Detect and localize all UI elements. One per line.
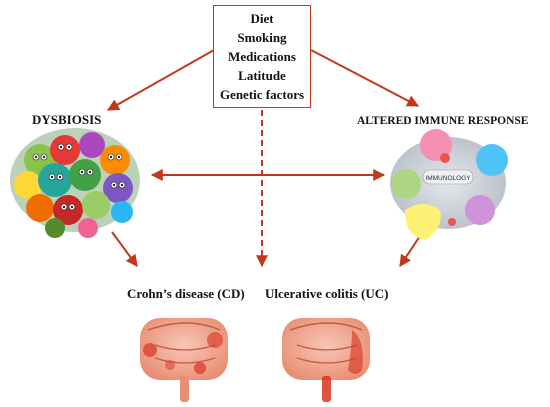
immune-cells-icon: IMMUNOLOGY xyxy=(390,129,508,240)
factor-genetic: Genetic factors xyxy=(219,87,305,102)
arrow-factors-to-dysbiosis xyxy=(106,49,215,111)
risk-factors-box: Diet Smoking Medications Latitude Geneti… xyxy=(213,5,311,108)
bacteria-cluster-icon xyxy=(10,128,140,238)
factor-smoking: Smoking xyxy=(237,30,287,45)
factor-latitude: Latitude xyxy=(238,68,286,83)
factor-diet: Diet xyxy=(250,11,274,26)
crohns-label: Crohn’s disease (CD) xyxy=(127,286,245,301)
dysbiosis-label: DYSBIOSIS xyxy=(32,112,102,127)
factor-medications: Medications xyxy=(228,49,296,64)
intestine-cd-icon xyxy=(140,318,228,402)
immunology-badge: IMMUNOLOGY xyxy=(425,175,471,182)
arrow-factors-to-immune xyxy=(310,49,420,107)
uc-label: Ulcerative colitis (UC) xyxy=(265,286,389,301)
intestine-uc-icon xyxy=(282,318,370,402)
immune-response-label: ALTERED IMMUNE RESPONSE xyxy=(357,115,529,127)
arrow-dysbiosis-to-cd xyxy=(111,231,138,267)
arrow-immune-to-uc xyxy=(399,235,421,267)
